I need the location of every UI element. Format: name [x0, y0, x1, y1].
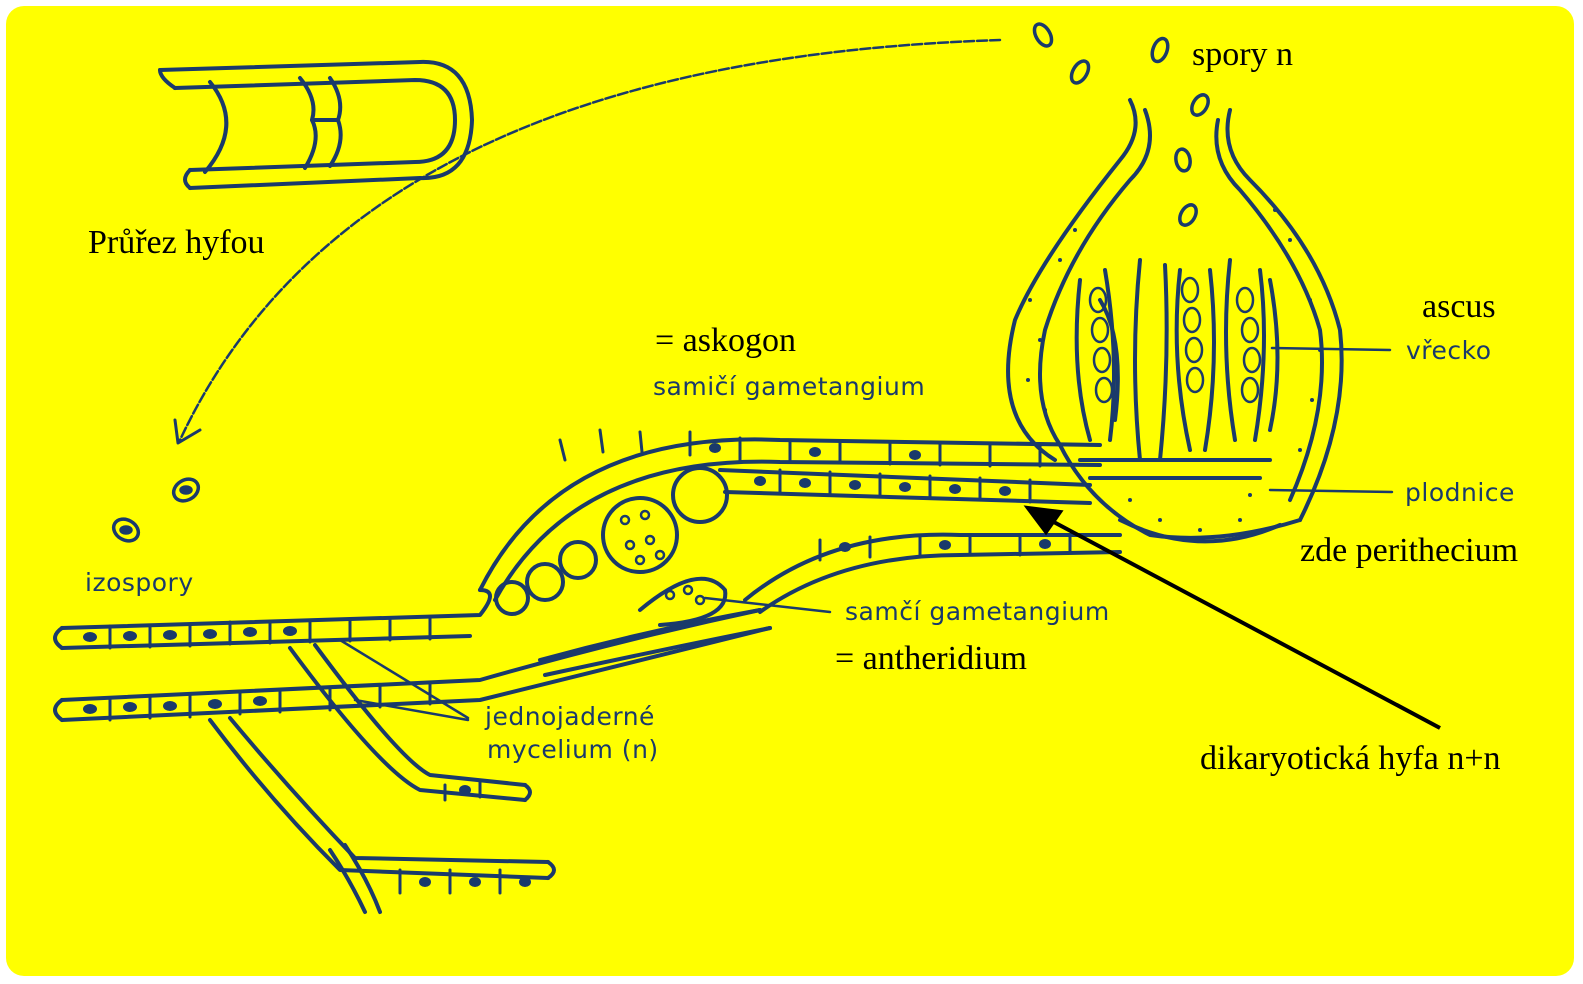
plodnice-label: plodnice — [1405, 480, 1515, 505]
izospory-label: izospory — [85, 570, 194, 595]
released-spores — [1031, 21, 1212, 228]
dikaryotic-hypha-label: dikaryotická hyfa n+n — [1200, 742, 1501, 776]
spores-label: spory n — [1192, 38, 1293, 72]
monokaryotic-mycelium — [55, 590, 770, 912]
mycelium-label-line1: jednojaderné — [485, 704, 655, 729]
askogon-label: = askogon — [655, 324, 796, 358]
female-gametangium-label: samičí gametangium — [653, 374, 925, 399]
vrecko-label: vřecko — [1406, 338, 1492, 363]
perithecium-flask — [1008, 100, 1342, 541]
gametangia-nuclei — [621, 511, 704, 604]
perithecium-label: zde perithecium — [1300, 534, 1518, 568]
antheridium-label: = antheridium — [835, 642, 1027, 676]
ascus-label: ascus — [1422, 290, 1496, 324]
male-gametangium-label: samčí gametangium — [845, 599, 1110, 624]
isospores — [110, 475, 203, 545]
mycelium-label-line2: mycelium (n) — [487, 737, 659, 762]
cross-section-label: Průřez hyfou — [88, 226, 265, 260]
hypha-cross-section-illustration — [160, 62, 472, 188]
